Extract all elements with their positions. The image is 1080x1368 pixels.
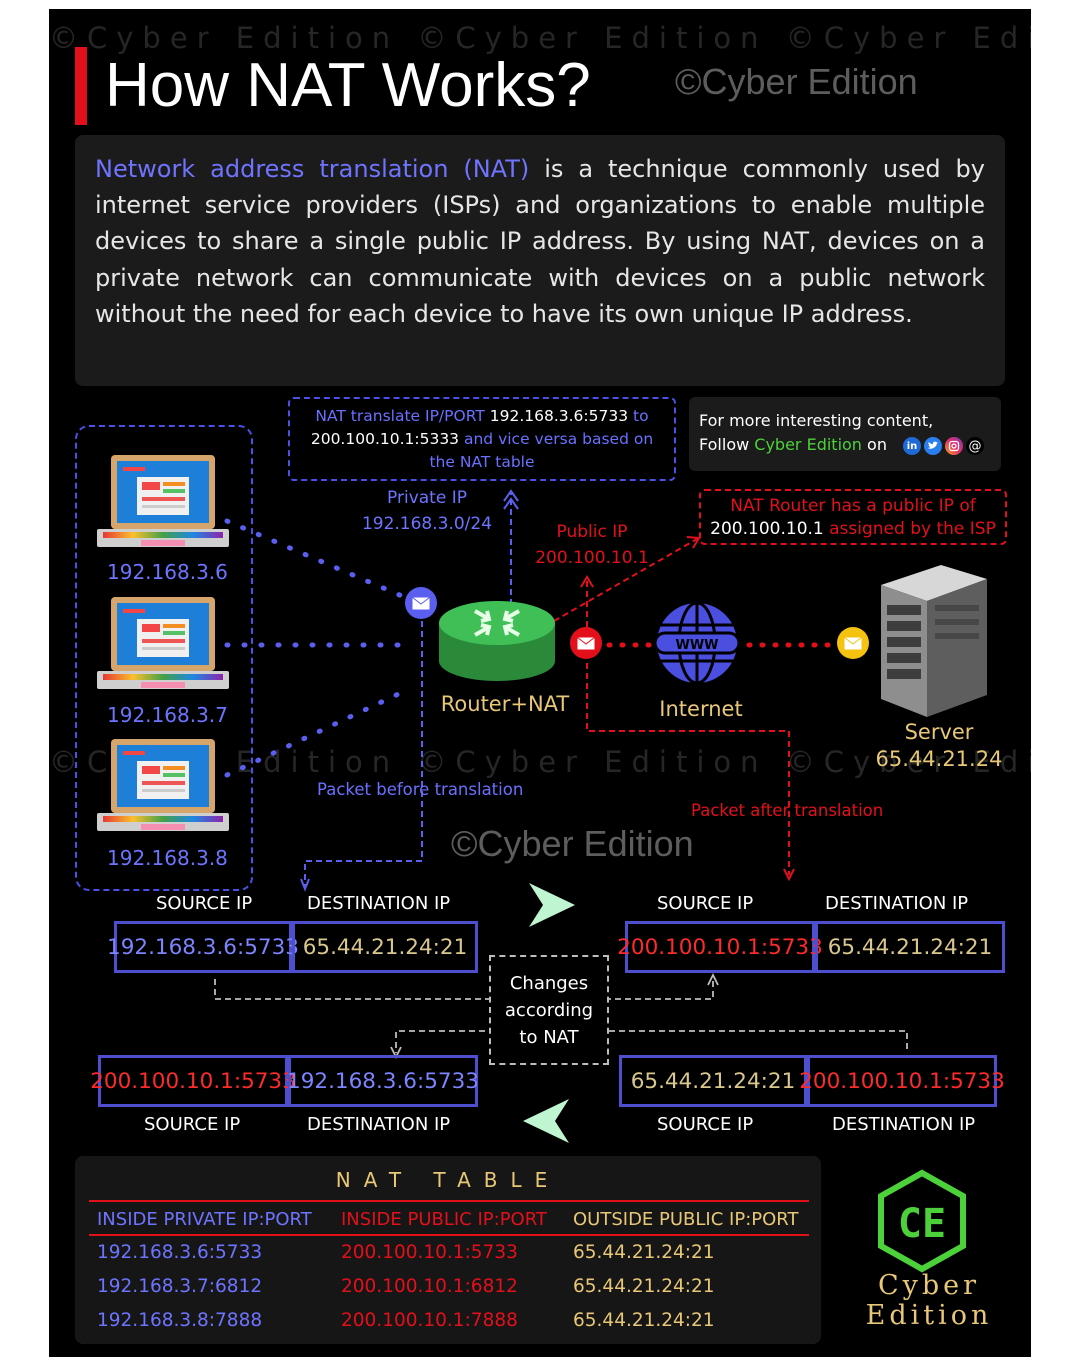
laptop-icon: [97, 737, 229, 839]
table-header-outside-public: OUTSIDE PUBLIC IP:PORT: [573, 1209, 799, 1230]
packet-return-before: 65.44.21.24:21 200.100.10.1:5733: [619, 1055, 1005, 1107]
device-ip-1: 192.168.3.6: [107, 560, 228, 584]
twitter-icon[interactable]: [924, 437, 942, 455]
table-cell: 192.168.3.6:5733: [97, 1242, 263, 1263]
intro-panel: Network address translation (NAT) is a t…: [75, 135, 1005, 386]
packet-source-cell: 200.100.10.1:5733: [90, 1055, 296, 1107]
table-cell: 65.44.21.24:21: [573, 1276, 715, 1297]
packet-destination-cell: 192.168.3.6:5733: [287, 1055, 479, 1107]
globe-icon: WWW: [653, 599, 741, 691]
header-destination: DESTINATION IP: [307, 1114, 451, 1135]
infographic-poster: ©Cyber Edition ©Cyber Edition ©Cyber Edi…: [49, 9, 1031, 1357]
server-icon: [877, 561, 991, 725]
packet-destination-cell: 65.44.21.24:21: [292, 921, 478, 973]
table-cell: 192.168.3.7:6812: [97, 1276, 263, 1297]
packet-return-after: 200.100.10.1:5733 192.168.3.6:5733: [90, 1055, 479, 1107]
linkedin-icon[interactable]: in: [903, 437, 921, 455]
laptop-icon: [97, 453, 229, 555]
nat-translate-note: NAT translate IP/PORT 192.168.3.6:5733 t…: [288, 397, 676, 481]
table-cell: 65.44.21.24:21: [573, 1242, 715, 1263]
nat-table-title: NAT TABLE: [335, 1168, 561, 1192]
private-network-group: [75, 425, 253, 891]
packet-source-cell: 192.168.3.6:5733: [107, 921, 299, 973]
table-divider: [89, 1234, 809, 1236]
brand-logo-text: Cyber Edition: [865, 1270, 993, 1331]
intro-paragraph: Network address translation (NAT) is a t…: [95, 151, 985, 332]
envelope-icon: [405, 587, 437, 619]
nat-table: NAT TABLE INSIDE PRIVATE IP:PORT INSIDE …: [75, 1156, 821, 1344]
watermark-row-middle: ©Cyber Edition ©Cyber Edition ©Cyber Edi…: [49, 745, 1031, 779]
envelope-icon: [837, 627, 869, 659]
social-icons: in @: [903, 437, 984, 455]
www-text: WWW: [675, 638, 718, 653]
network-links: [214, 489, 908, 1143]
envelope-icon: [570, 627, 602, 659]
device-ip-2: 192.168.3.7: [107, 703, 228, 727]
router-icon: [437, 597, 557, 687]
router-label: Router+NAT: [440, 692, 570, 716]
table-cell: 192.168.3.8:7888: [97, 1310, 263, 1331]
table-divider: [89, 1200, 809, 1202]
header-destination: DESTINATION IP: [825, 893, 969, 914]
table-cell: 200.100.10.1:6812: [341, 1276, 518, 1297]
packet-source-cell: 65.44.21.24:21: [619, 1055, 807, 1107]
header-destination: DESTINATION IP: [832, 1114, 976, 1135]
follow-line2: Follow Cyber Edition on: [699, 435, 887, 454]
header-source: SOURCE IP: [144, 1114, 241, 1135]
intro-text: is a technique commonly used by internet…: [95, 155, 985, 328]
packet-outgoing-after: 200.100.10.1:5733 65.44.21.24:21: [617, 921, 1005, 973]
follow-line1: For more interesting content,: [699, 411, 934, 430]
header-source: SOURCE IP: [657, 1114, 754, 1135]
center-watermark: ©Cyber Edition: [451, 823, 694, 864]
table-cell: 200.100.10.1:7888: [341, 1310, 518, 1331]
packet-before-label: Packet before translation: [317, 780, 524, 799]
packet-outgoing-before: 192.168.3.6:5733 65.44.21.24:21: [107, 921, 478, 973]
private-ip-label: Private IP 192.168.3.0/24: [361, 488, 493, 534]
packet-source-cell: 200.100.10.1:5733: [617, 921, 823, 973]
brand-logo-icon: CE: [875, 1169, 969, 1277]
title-accent-bar: [75, 47, 87, 125]
header-source: SOURCE IP: [156, 893, 253, 914]
page-title: How NAT Works?: [105, 51, 591, 120]
public-ip-label: Public IP 200.100.10.1: [535, 522, 649, 568]
packet-destination-cell: 200.100.10.1:5733: [799, 1055, 1005, 1107]
instagram-icon[interactable]: [945, 437, 963, 455]
header-source: SOURCE IP: [657, 893, 754, 914]
laptop-icon: [97, 595, 229, 697]
device-ip-3: 192.168.3.8: [107, 846, 228, 870]
watermark-row-top: ©Cyber Edition ©Cyber Edition ©Cyber Edi…: [49, 21, 1031, 55]
server-label: Server 65.44.21.24: [875, 720, 1003, 771]
packet-destination-cell: 65.44.21.24:21: [815, 921, 1005, 973]
changes-note: Changes according to NAT: [489, 955, 609, 1065]
threads-icon[interactable]: @: [966, 437, 984, 455]
intro-term: Network address translation (NAT): [95, 155, 530, 183]
internet-label: Internet: [659, 697, 743, 721]
table-cell: 200.100.10.1:5733: [341, 1242, 518, 1263]
table-header-inside-public: INSIDE PUBLIC IP:PORT: [341, 1209, 547, 1230]
title-watermark: ©Cyber Edition: [675, 61, 918, 102]
follow-panel: For more interesting content, Follow Cyb…: [689, 397, 1001, 471]
header-destination: DESTINATION IP: [307, 893, 451, 914]
table-header-inside-private: INSIDE PRIVATE IP:PORT: [97, 1209, 312, 1230]
svg-text:CE: CE: [898, 1201, 946, 1247]
table-cell: 65.44.21.24:21: [573, 1310, 715, 1331]
packet-after-label: Packet after translation: [691, 801, 884, 820]
